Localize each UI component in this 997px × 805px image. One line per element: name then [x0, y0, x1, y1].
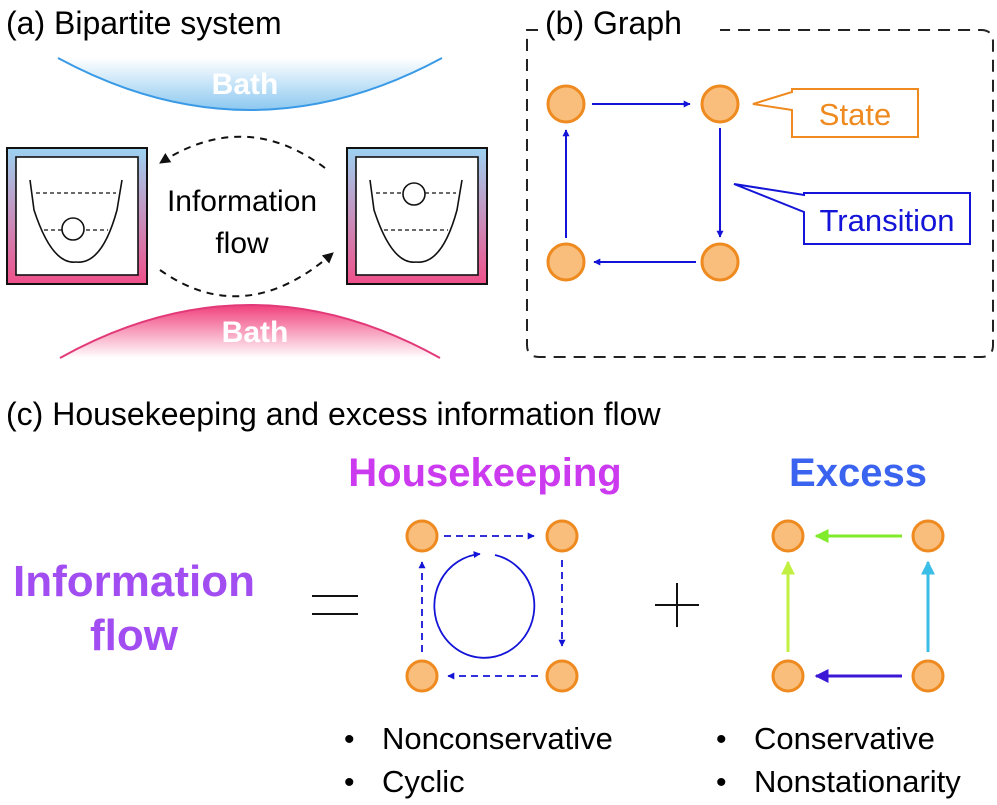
- equals-sign: [312, 595, 358, 615]
- panel-a-title: (a) Bipartite system: [6, 5, 282, 41]
- state-node: [405, 519, 439, 553]
- bullet-dot: •: [344, 723, 355, 756]
- state-node: [545, 659, 579, 693]
- graph-nodes: [546, 84, 740, 282]
- panel-c-title: (c) Housekeeping and excess information …: [6, 396, 661, 432]
- state-node: [546, 84, 586, 124]
- bullet-dot: •: [716, 723, 727, 756]
- plus-sign: [655, 583, 699, 627]
- state-node: [911, 519, 945, 553]
- state-node: [545, 519, 579, 553]
- lhs-information-label: Information: [13, 557, 255, 606]
- graph-edges: [562, 100, 724, 266]
- state-callout-label: State: [819, 97, 891, 132]
- state-node: [911, 659, 945, 693]
- info-flow-arrow-top: [159, 135, 326, 169]
- particle-left: [61, 217, 85, 241]
- bath-top: Bath: [57, 57, 443, 111]
- excess-graph: [771, 519, 945, 693]
- panel-b-title: (b) Graph: [545, 5, 682, 41]
- state-node: [405, 659, 439, 693]
- housekeeping-bullet-list: • Nonconservative • Cyclic: [344, 721, 613, 799]
- state-node: [771, 659, 805, 693]
- bullet-dot: •: [716, 766, 727, 799]
- bullet-dot: •: [344, 766, 355, 799]
- housekeeping-bullet: Cyclic: [382, 764, 465, 799]
- bath-top-label: Bath: [212, 68, 279, 101]
- excess-title: Excess: [789, 451, 927, 495]
- bath-bottom-label: Bath: [222, 316, 289, 349]
- lhs-flow-label: flow: [90, 611, 179, 660]
- housekeeping-title: Housekeeping: [348, 451, 621, 495]
- housekeeping-graph: [405, 519, 579, 693]
- state-node: [700, 242, 740, 282]
- excess-bullet-list: • Conservative • Nonstationarity: [716, 721, 961, 799]
- subsystem-right: [346, 147, 488, 285]
- state-node: [546, 242, 586, 282]
- excess-bullet: Conservative: [754, 721, 935, 756]
- state-node: [771, 519, 805, 553]
- particle-right: [402, 182, 426, 206]
- transition-callout-label: Transition: [820, 203, 955, 238]
- info-flow-label-1: Information: [167, 185, 317, 218]
- bath-bottom: Bath: [59, 304, 441, 359]
- graph-frame: [526, 29, 994, 358]
- cycle-arrow: [433, 551, 536, 659]
- subsystem-left: [6, 147, 148, 285]
- info-flow-label-2: flow: [215, 227, 269, 260]
- state-node: [700, 84, 740, 124]
- transition-callout: Transition: [733, 183, 971, 245]
- info-flow-arrow-bottom: [159, 252, 334, 298]
- housekeeping-bullet: Nonconservative: [382, 721, 613, 756]
- excess-bullet: Nonstationarity: [754, 764, 961, 799]
- state-callout: State: [752, 88, 919, 138]
